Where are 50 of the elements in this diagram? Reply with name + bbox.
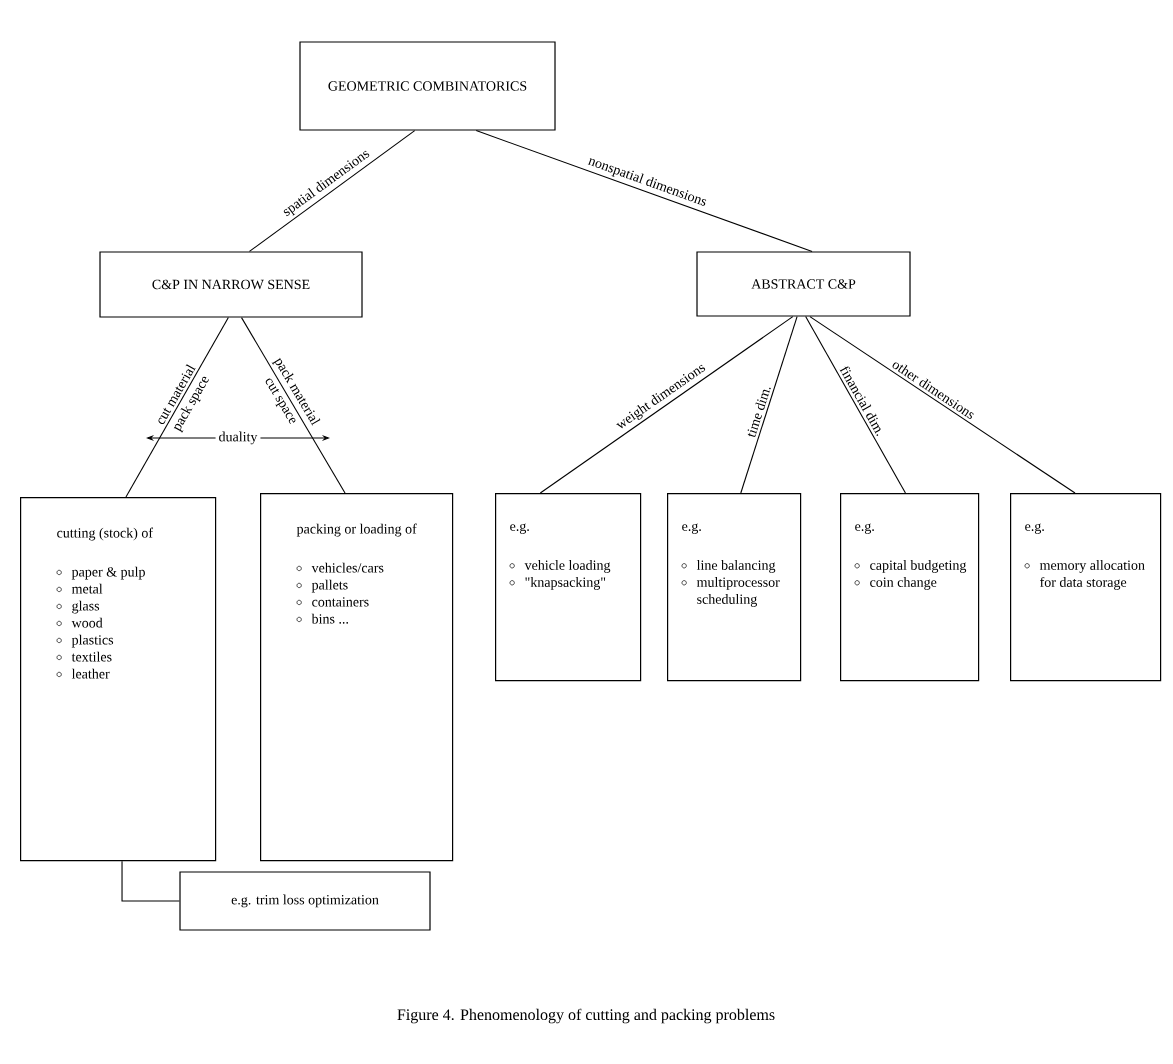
list-item: "knapsacking"	[525, 577, 606, 590]
list-item: coin change	[870, 577, 937, 590]
list-item: line balancing	[696, 560, 776, 573]
box-heading: cutting (stock) of	[57, 527, 153, 541]
box-heading: e.g.	[682, 523, 701, 534]
box-heading: packing or loading of	[296, 523, 417, 537]
list-item: leather	[71, 668, 110, 679]
box-label: C&P IN NARROW SENSE	[152, 279, 310, 290]
list-item: vehicles/cars	[311, 562, 384, 573]
connector-line	[805, 316, 906, 494]
list-item: paper & pulp	[71, 566, 145, 580]
connector-line	[125, 317, 229, 498]
connector-line	[809, 316, 1076, 494]
list-item: containers	[312, 597, 369, 607]
edge-label: time dim.	[747, 387, 771, 437]
list-box	[840, 493, 980, 682]
list-item: textiles	[71, 651, 112, 662]
list-item: multiprocessor scheduling	[696, 577, 780, 607]
connector-line	[121, 860, 180, 902]
list-item: wood	[71, 617, 103, 628]
box-label: GEOMETRIC COMBINATORICS	[328, 81, 527, 91]
connector-line	[740, 316, 798, 494]
connector-line	[248, 130, 416, 252]
list-item: memory allocation for data storage	[1039, 560, 1145, 590]
list-box	[260, 493, 454, 862]
box-heading: e.g.	[510, 523, 529, 534]
category-box	[99, 251, 363, 318]
note-box	[179, 871, 431, 931]
list-item: glass	[72, 600, 100, 614]
box-heading: e.g.	[855, 523, 874, 534]
box-heading: e.g.	[1025, 523, 1044, 534]
category-box	[696, 251, 911, 317]
list-item: bins ...	[311, 613, 348, 624]
list-item: capital budgeting	[870, 560, 967, 573]
connector-line	[241, 317, 346, 494]
connector-line	[475, 130, 813, 252]
arrow-label: duality	[215, 428, 261, 448]
list-item: vehicle loading	[524, 560, 611, 573]
box-label: e.g. trim loss optimization	[231, 894, 379, 908]
list-item: plastics	[71, 634, 114, 648]
list-box	[495, 493, 642, 682]
list-box	[20, 497, 217, 862]
list-item: metal	[71, 583, 103, 594]
caption: Figure 4. Phenomenology of cutting and packing problems	[397, 1008, 775, 1024]
list-box	[667, 493, 802, 682]
list-box	[1010, 493, 1162, 682]
box-label: ABSTRACT C&P	[751, 279, 856, 289]
connector-line	[539, 316, 794, 494]
list-item: pallets	[311, 579, 348, 593]
category-box	[299, 41, 556, 131]
